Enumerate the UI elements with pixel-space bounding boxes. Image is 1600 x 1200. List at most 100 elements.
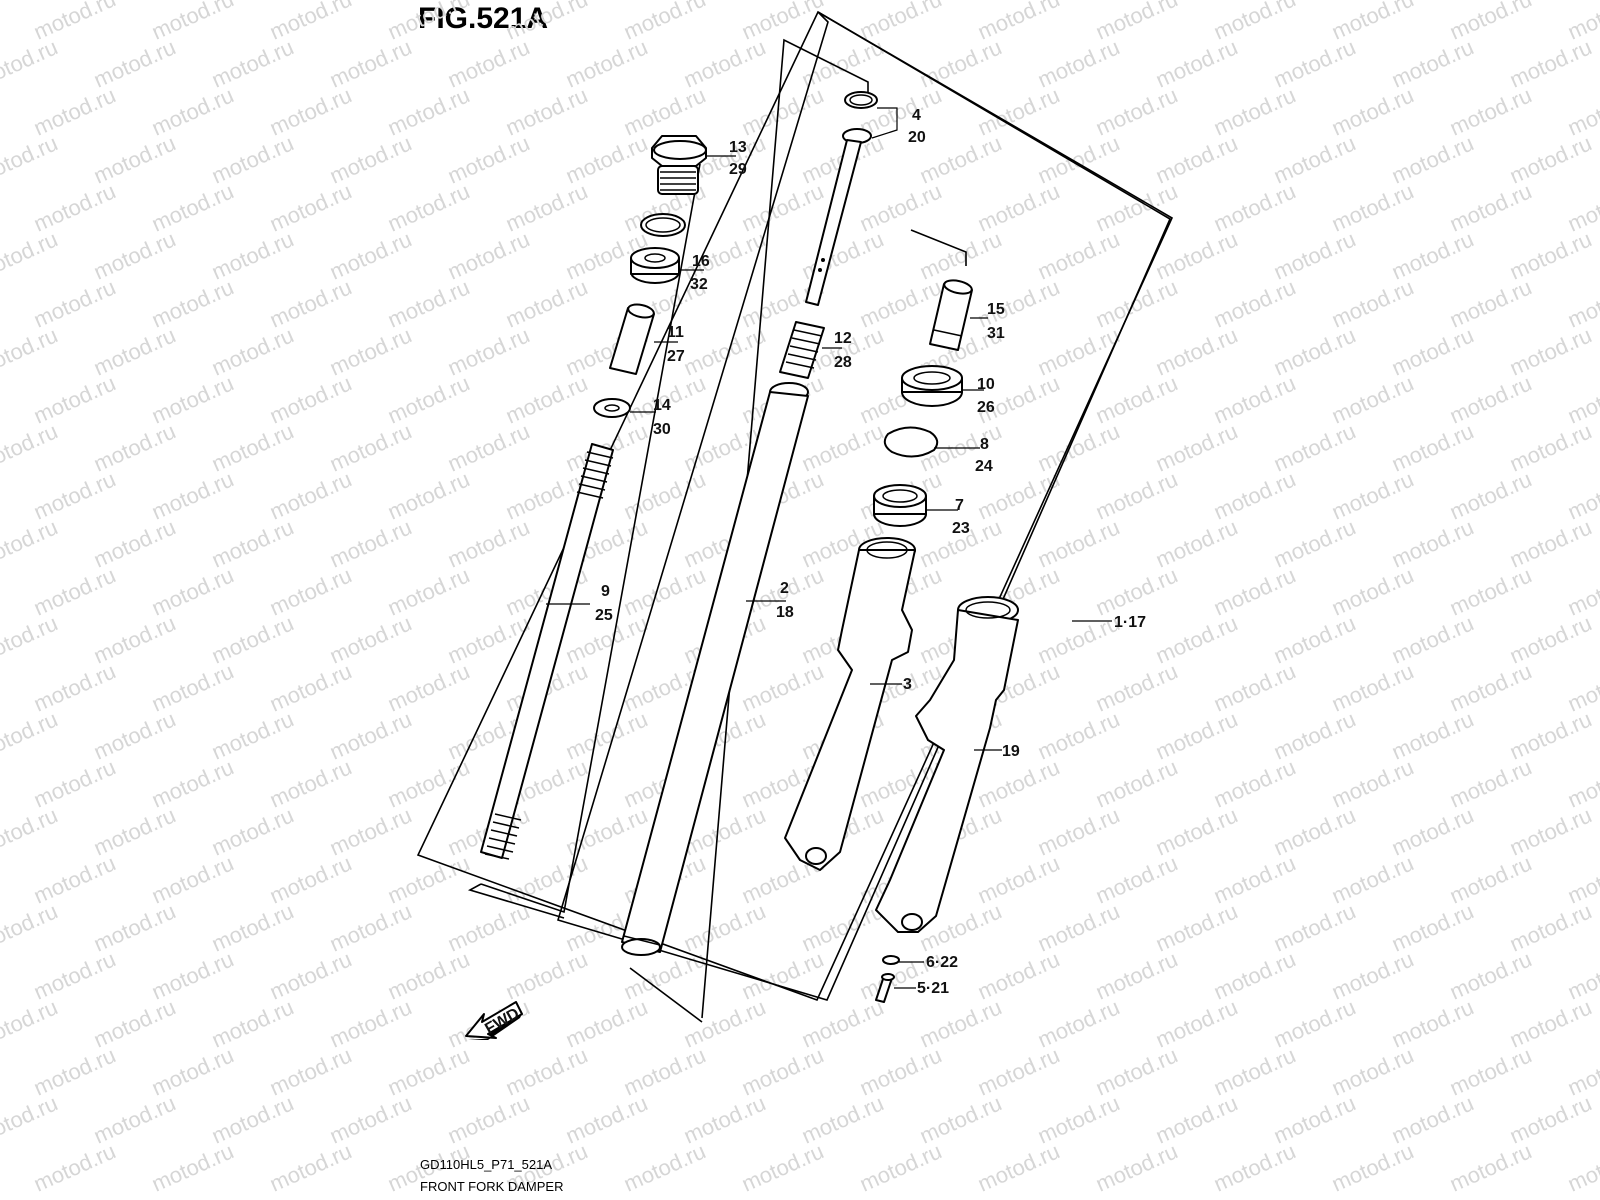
callout-29: 29	[729, 161, 747, 178]
watermark-text: motod.ru	[1388, 706, 1477, 764]
watermark-text: motod.ru	[0, 226, 61, 284]
watermark-text: motod.ru	[502, 370, 591, 428]
watermark-text: motod.ru	[384, 562, 473, 620]
watermark-text: motod.ru	[1152, 706, 1241, 764]
watermark-text: motod.ru	[1270, 226, 1359, 284]
watermark-text: motod.ru	[974, 1138, 1063, 1196]
watermark-text: motod.ru	[266, 754, 355, 812]
watermark-text: motod.ru	[326, 418, 415, 476]
drawing-code: GD110HL5_P71_521A	[420, 1157, 553, 1172]
watermark-text: motod.ru	[1270, 802, 1359, 860]
watermark-text: motod.ru	[1092, 1138, 1181, 1196]
watermark-text: motod.ru	[326, 802, 415, 860]
watermark-text: motod.ru	[620, 466, 709, 524]
watermark-text: motod.ru	[1506, 994, 1595, 1052]
watermark-text: motod.ru	[1388, 802, 1477, 860]
callout-15: 15	[987, 301, 1005, 318]
watermark-text: motod.ru	[1328, 178, 1417, 236]
watermark-text: motod.ru	[1270, 130, 1359, 188]
watermark-text: motod.ru	[1506, 418, 1595, 476]
watermark-text: motod.ru	[738, 658, 827, 716]
watermark-text: motod.ru	[326, 226, 415, 284]
watermark-text: motod.ru	[30, 1042, 119, 1100]
watermark-text: motod.ru	[0, 514, 61, 572]
watermark-text: motod.ru	[384, 370, 473, 428]
watermark-text: motod.ru	[1270, 1090, 1359, 1148]
watermark-text: motod.ru	[0, 370, 1, 428]
watermark-text: motod.ru	[148, 562, 237, 620]
watermark-text: motod.ru	[798, 994, 887, 1052]
watermark-text: motod.ru	[1328, 1138, 1417, 1196]
damper-rod-part	[805, 128, 872, 306]
watermark-text: motod.ru	[0, 898, 61, 956]
watermark-text: motod.ru	[326, 130, 415, 188]
callout-10: 10	[977, 376, 995, 393]
callout-12: 12	[834, 330, 852, 347]
watermark-text: motod.ru	[1446, 82, 1535, 140]
spacer-pipe-part	[609, 303, 655, 375]
outer-tube-right-part	[875, 596, 1019, 933]
watermark-text: motod.ru	[148, 274, 237, 332]
watermark-text: motod.ru	[0, 754, 1, 812]
watermark-text: motod.ru	[916, 130, 1005, 188]
watermark-text: motod.ru	[1092, 658, 1181, 716]
watermark-text: motod.ru	[208, 802, 297, 860]
watermark-text: motod.ru	[1388, 994, 1477, 1052]
watermark-text: motod.ru	[444, 898, 533, 956]
watermark-text: motod.ru	[326, 610, 415, 668]
watermark-text: motod.ru	[1092, 946, 1181, 1004]
leader-4-20	[871, 107, 898, 139]
watermark-text: motod.ru	[1034, 1090, 1123, 1148]
watermark-text: motod.ru	[974, 466, 1063, 524]
watermark-text: motod.ru	[562, 994, 651, 1052]
left-group-edge	[467, 883, 565, 919]
callout-20: 20	[908, 129, 926, 146]
watermark-text: motod.ru	[974, 1042, 1063, 1100]
watermark-text: motod.ru	[916, 34, 1005, 92]
watermark-text: motod.ru	[1446, 274, 1535, 332]
watermark-text: motod.ru	[1152, 322, 1241, 380]
watermark-text: motod.ru	[1506, 706, 1595, 764]
watermark-text: motod.ru	[0, 1090, 61, 1148]
watermark-text: motod.ru	[1506, 514, 1595, 572]
watermark-text: motod.ru	[326, 34, 415, 92]
watermark-text: motod.ru	[1152, 226, 1241, 284]
watermark-text: motod.ru	[1446, 562, 1535, 620]
watermark-text: motod.ru	[856, 1138, 945, 1196]
watermark-text: motod.ru	[90, 514, 179, 572]
watermark-text: motod.ru	[1210, 370, 1299, 428]
watermark-text: motod.ru	[1092, 562, 1181, 620]
watermark-text: motod.ru	[148, 754, 237, 812]
watermark-text: motod.ru	[502, 946, 591, 1004]
callout-27: 27	[667, 348, 685, 365]
damper-bolt-part	[875, 973, 895, 1003]
watermark-text: motod.ru	[1388, 322, 1477, 380]
watermark-text: motod.ru	[1152, 898, 1241, 956]
watermark-text: motod.ru	[30, 370, 119, 428]
watermark-text: motod.ru	[1270, 514, 1359, 572]
watermark-text: motod.ru	[266, 946, 355, 1004]
watermark-text: motod.ru	[1446, 1042, 1535, 1100]
watermark-text: motod.ru	[266, 658, 355, 716]
watermark-text: motod.ru	[1506, 322, 1595, 380]
watermark-text: motod.ru	[1506, 130, 1595, 188]
callout-18: 18	[776, 604, 794, 621]
watermark-text: motod.ru	[1328, 1042, 1417, 1100]
watermark-text: motod.ru	[1034, 610, 1123, 668]
watermark-text: motod.ru	[1210, 1138, 1299, 1196]
watermark-text: motod.ru	[30, 274, 119, 332]
callout-14: 14	[653, 397, 671, 414]
watermark-text: motod.ru	[90, 706, 179, 764]
watermark-text: motod.ru	[1152, 610, 1241, 668]
watermark-text: motod.ru	[30, 850, 119, 908]
watermark-text: motod.ru	[1506, 802, 1595, 860]
watermark-text: motod.ru	[148, 82, 237, 140]
watermark-text: motod.ru	[1328, 82, 1417, 140]
watermark-text: motod.ru	[620, 82, 709, 140]
watermark-text: motod.ru	[90, 994, 179, 1052]
watermark-text: motod.ru	[0, 1042, 1, 1100]
watermark-text: motod.ru	[148, 658, 237, 716]
watermark-text: motod.ru	[208, 706, 297, 764]
